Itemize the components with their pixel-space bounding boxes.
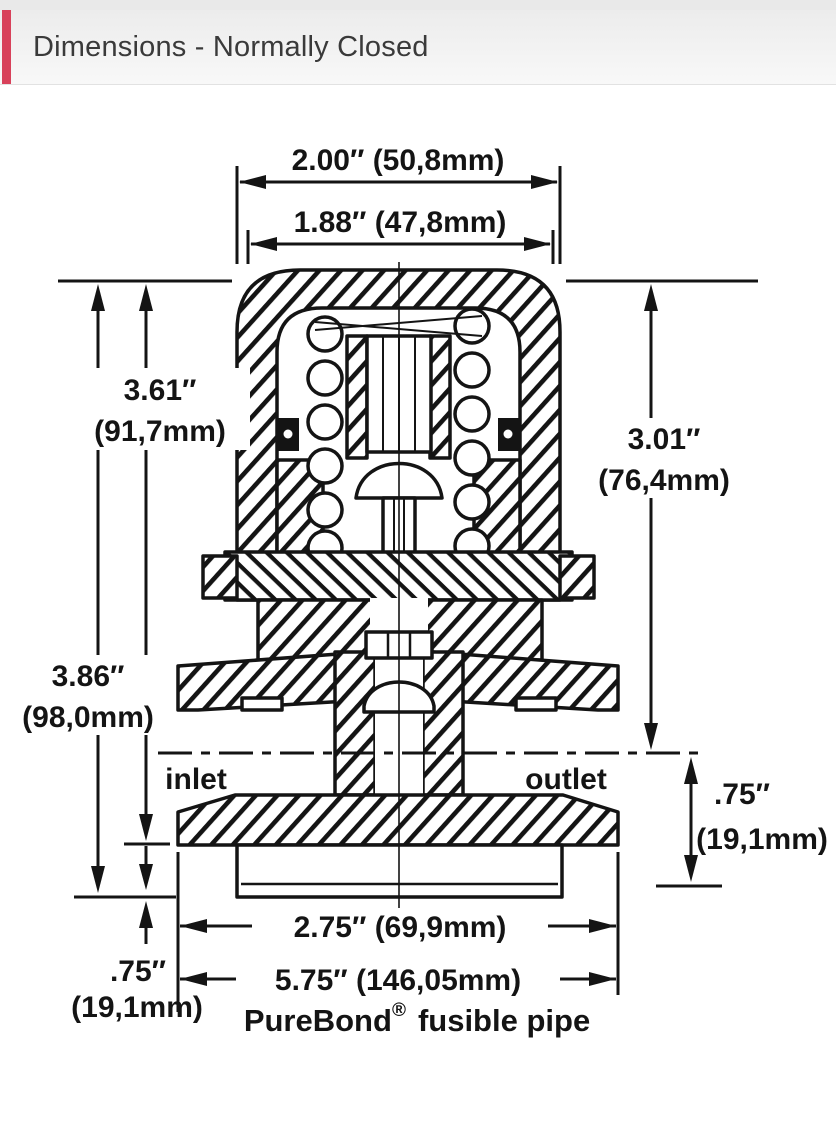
page-title: Dimensions - Normally Closed [33,31,429,63]
spring-guide-left [345,334,369,460]
brand-caption: PureBond® fusible pipe [244,1000,590,1038]
red-accent-bar [2,10,11,84]
valve-cross-section-drawing: 2.00″ (50,8mm) 1.88″ (47,8mm) 3.61″ (91,… [0,144,828,1038]
dim-right-height-mm: (76,4mm) [598,464,730,497]
dim-width-outer: 2.00″ (50,8mm) [292,144,505,177]
base-plate [176,793,620,847]
seat-wall-right [421,650,465,797]
spring-coils [306,307,491,567]
dim-right-height-in: 3.01″ [628,423,701,456]
spring-guide-right [428,334,452,460]
socket-notch-right [514,696,558,712]
dimension-arrowheads [91,175,698,986]
dim-pipe-length: 5.75″ (146,05mm) [275,964,521,997]
dim-flange-width: 2.75″ (69,9mm) [294,911,507,944]
dim-port-center-in: .75″ [714,778,770,811]
inlet-label: inlet [165,763,227,796]
dim-pipe-ext-mm: (19,1mm) [71,991,203,1024]
registered-mark: ® [392,1000,406,1021]
valve-dimension-diagram: 2.00″ (50,8mm) 1.88″ (47,8mm) 3.61″ (91,… [0,85,836,1124]
page-top-strip [0,0,836,10]
valve-body-group [176,268,620,899]
dim-bonnet-height-mm: (91,7mm) [94,415,226,448]
label-backgrounds [0,368,746,735]
seal-left-dot [283,429,293,439]
dim-bonnet-height-in: 3.61″ [124,374,197,407]
section-header: Dimensions - Normally Closed [0,10,836,85]
dim-total-height-mm: (98,0mm) [22,701,154,734]
dim-pipe-ext-in: .75″ [110,955,166,988]
seal-right-dot [503,429,513,439]
socket-notch-left [240,696,284,712]
brand-suffix: fusible pipe [418,1003,590,1038]
brand-name: PureBond [244,1003,392,1038]
seat-wall-left [333,650,377,797]
dim-width-inner: 1.88″ (47,8mm) [294,206,507,239]
outlet-label: outlet [525,763,607,796]
diaphragm-ear-left [201,554,239,600]
dim-total-height-in: 3.86″ [52,660,125,693]
dim-port-center-mm: (19,1mm) [696,823,828,856]
diaphragm-ear-right [558,554,596,600]
